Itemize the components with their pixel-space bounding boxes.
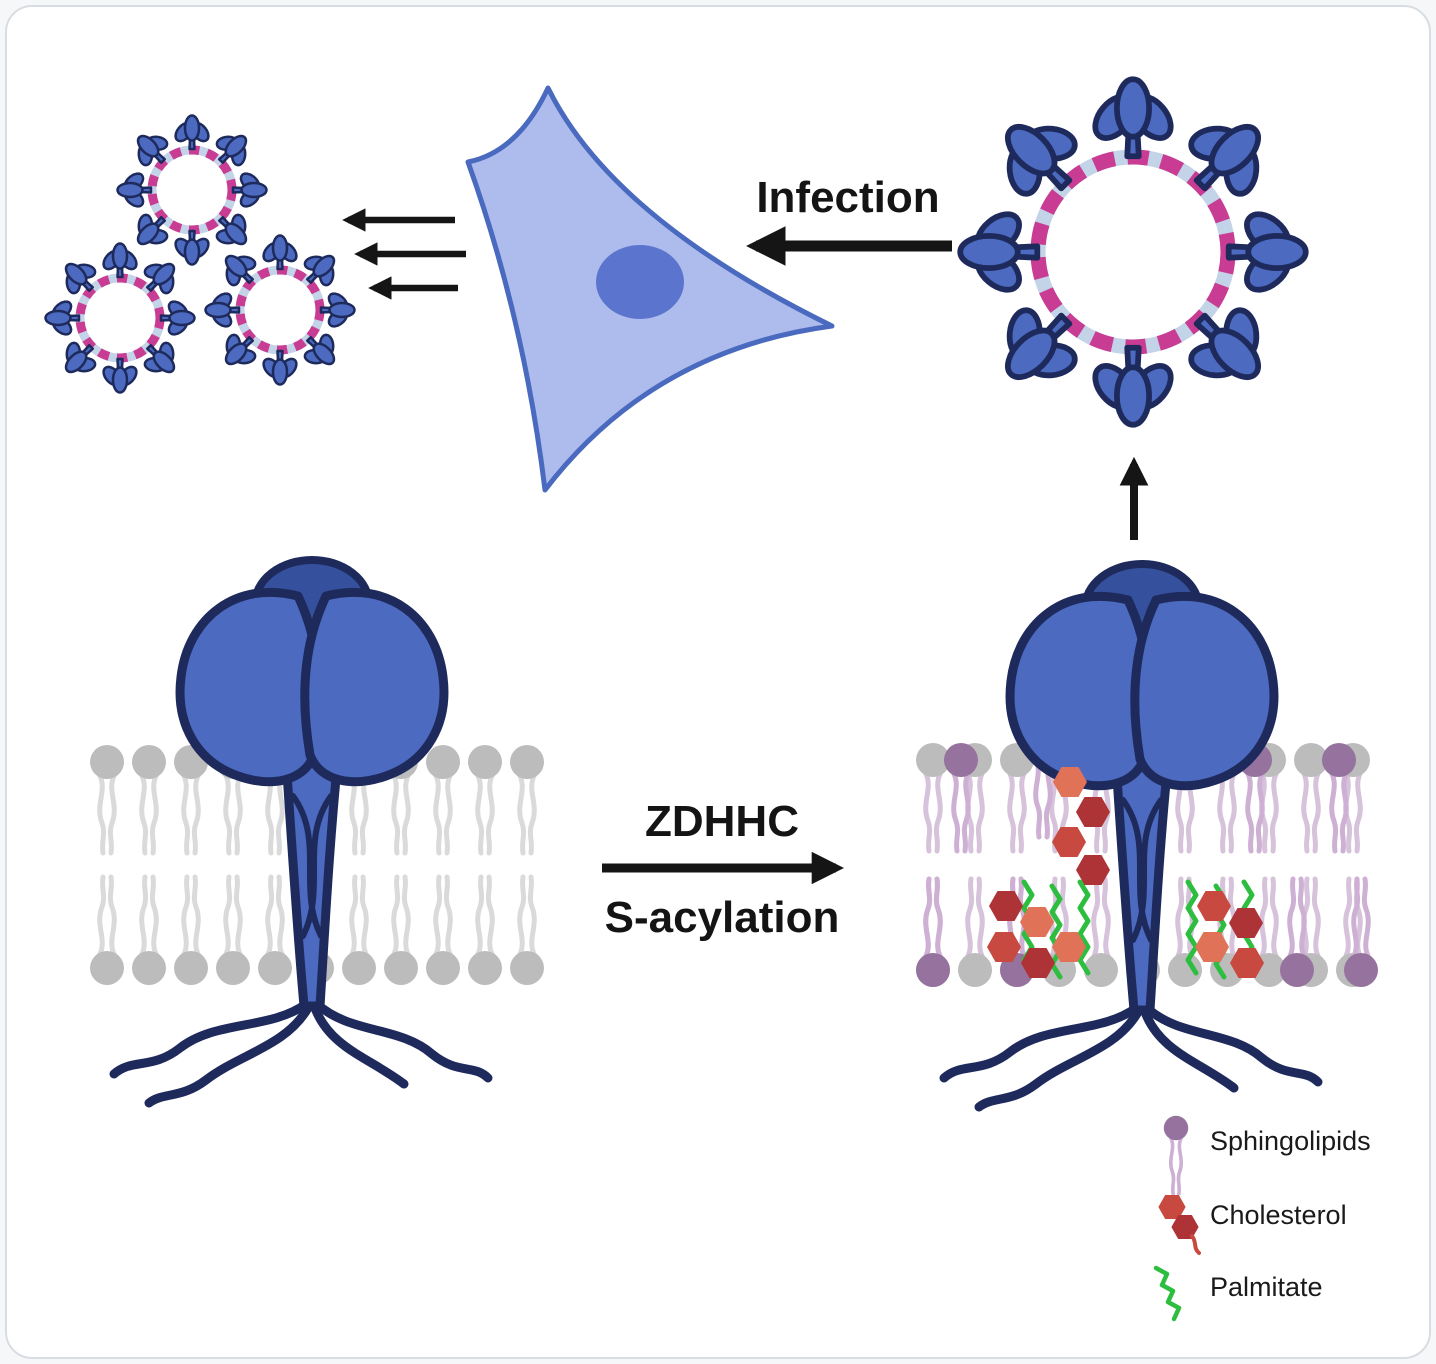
infection-label: Infection — [756, 173, 939, 222]
host-cell — [465, 85, 835, 493]
zdhhc-label: ZDHHC — [645, 797, 799, 846]
legend-label-palmitate: Palmitate — [1210, 1272, 1323, 1302]
palmitate-icon — [1153, 1265, 1182, 1322]
legend-item-cholesterol: Cholesterol — [1158, 1195, 1347, 1255]
figure-card — [5, 5, 1431, 1359]
legend: Sphingolipids Cholesterol Palmitate — [1153, 1113, 1371, 1322]
legend-item-palmitate: Palmitate — [1153, 1265, 1323, 1322]
legend-label-sphingolipids: Sphingolipids — [1210, 1126, 1371, 1156]
legend-label-cholesterol: Cholesterol — [1210, 1200, 1347, 1230]
release-arrows — [342, 208, 466, 300]
cell-nucleus — [596, 245, 684, 319]
s-acylation-label: S-acylation — [605, 893, 840, 942]
legend-item-sphingolipids: Sphingolipids — [1161, 1113, 1371, 1196]
cholesterol-icon — [1158, 1195, 1201, 1255]
